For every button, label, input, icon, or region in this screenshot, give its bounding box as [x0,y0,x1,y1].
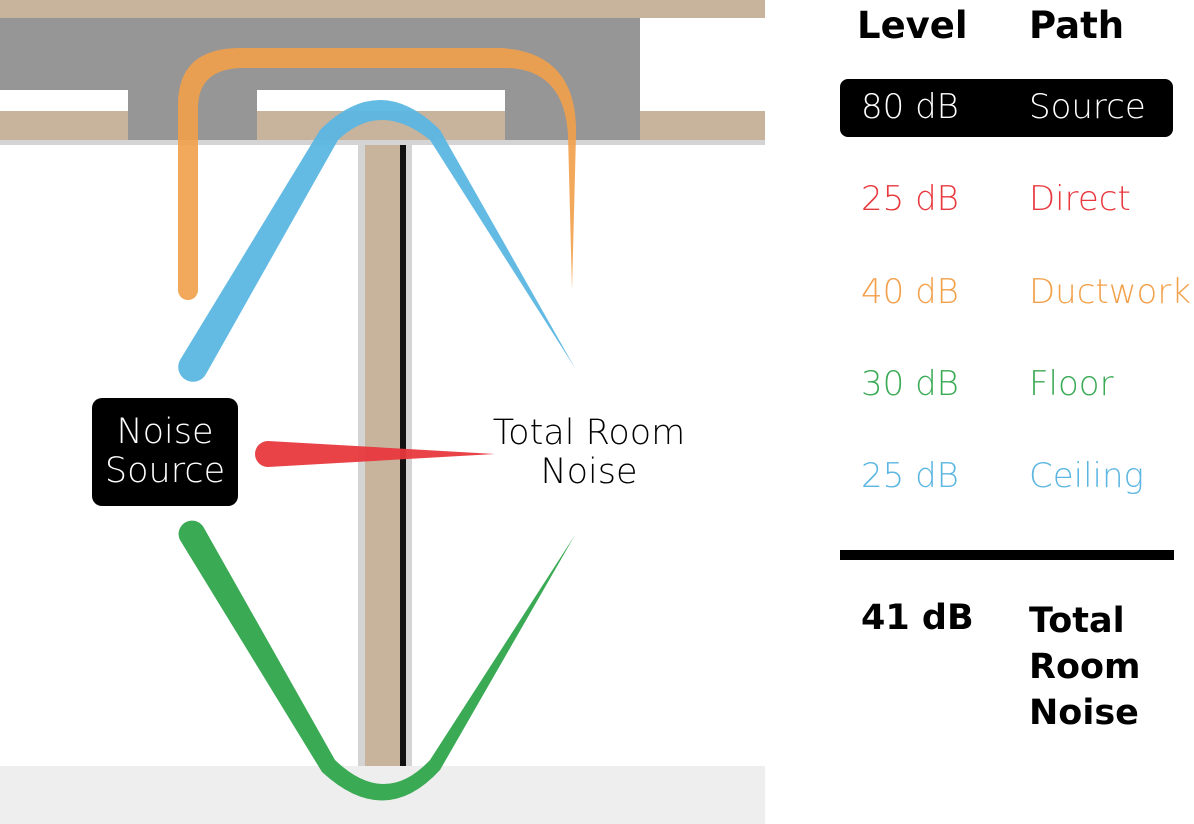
row-path: Source [1029,87,1146,127]
header-level: Level [857,4,968,47]
row-source: 80 dB Source [840,79,1194,137]
noise-path-diagram [0,0,765,824]
total-divider [840,550,1174,560]
direct-path [255,441,495,467]
row-level: 25 dB [861,456,959,496]
room-label-line-2: Noise [540,452,638,492]
ceiling-drywall [0,111,128,140]
row-ductwork: 40 dB Ductwork [840,264,1194,320]
ceiling-path [178,100,575,382]
total-room-noise-label: Total Room Noise [480,414,698,492]
total-path-line-3: Noise [1029,693,1139,733]
row-path: Floor [1029,364,1114,404]
room-label-line-1: Total Room [492,413,686,453]
noise-source-label: Noise Source [92,398,238,506]
row-path: Direct [1029,179,1131,219]
total-path-line-2: Room [1029,647,1141,687]
noise-level-table: Level Path 80 dB Source 25 dB Direct 40 … [840,0,1194,824]
ceiling-top-strip [0,0,765,18]
total-path-line-1: Total [1029,601,1125,641]
total-path: Total Room Noise [1029,598,1141,736]
row-path: Ductwork [1029,272,1192,312]
noise-source-line-1: Noise [116,412,214,452]
ductwork-path [178,48,577,300]
header-path: Path [1029,4,1125,47]
noise-source-line-2: Source [104,451,226,491]
row-level: 30 dB [861,364,959,404]
floor-path [178,520,575,801]
total-level: 41 dB [861,598,974,638]
row-level: 40 dB [861,272,959,312]
row-floor: 30 dB Floor [840,356,1194,412]
row-direct: 25 dB Direct [840,171,1194,227]
row-ceiling: 25 dB Ceiling [840,448,1194,504]
row-level: 25 dB [861,179,959,219]
row-path: Ceiling [1029,456,1144,496]
row-level: 80 dB [861,87,959,127]
